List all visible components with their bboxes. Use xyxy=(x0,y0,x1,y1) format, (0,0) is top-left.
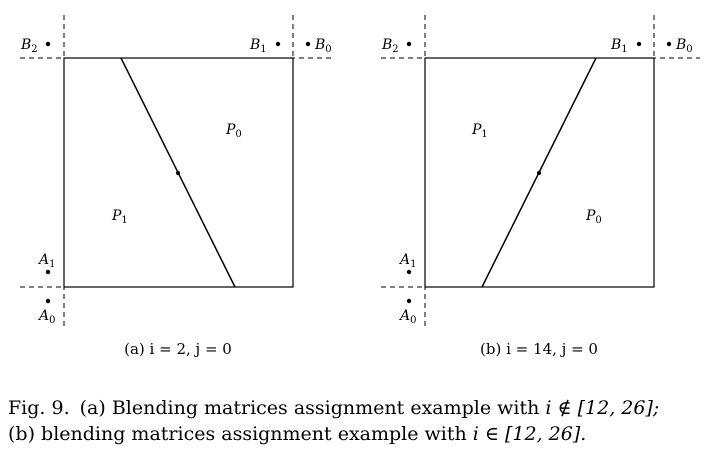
panel-b: B2 B1 B0 A1 A0 P1 P0 (b) i = 14, j = 0 xyxy=(381,15,700,358)
point-a1 xyxy=(45,269,51,275)
subcaption-a: (a) i = 2, j = 0 xyxy=(124,340,232,358)
region-label-p1: P1 xyxy=(471,122,488,140)
square-boundary xyxy=(63,57,294,288)
label-b1: B1 xyxy=(249,37,267,55)
point-b0 xyxy=(305,41,311,47)
center-point xyxy=(176,171,180,175)
caption-line-1: Fig. 9. (a) Blending matrices assignment … xyxy=(8,395,716,421)
subcaption-b: (b) i = 14, j = 0 xyxy=(480,340,598,358)
point-a1 xyxy=(406,269,412,275)
center-point xyxy=(537,171,541,175)
figure-number: Fig. 9. xyxy=(8,397,70,419)
label-b0: B0 xyxy=(675,37,693,55)
label-a1: A1 xyxy=(398,252,417,270)
point-a0 xyxy=(406,298,412,304)
label-a1: A1 xyxy=(37,252,56,270)
caption-text-b: (b) blending matrices assignment example… xyxy=(8,423,473,445)
label-b0: B0 xyxy=(314,37,332,55)
point-b0 xyxy=(666,41,672,47)
panel-a: B2 B1 B0 A1 A0 P1 P0 (a) i = 2, j = 0 xyxy=(20,15,335,358)
region-label-p1: P1 xyxy=(111,208,128,226)
caption-math-a: i ∉ [12, 26]; xyxy=(545,397,660,419)
figure: B2 B1 B0 A1 A0 P1 P0 (a) i = 2, j = 0 B2… xyxy=(20,15,700,358)
label-b2: B2 xyxy=(20,37,38,55)
caption-line-2: (b) blending matrices assignment example… xyxy=(8,421,716,447)
point-b1 xyxy=(275,41,281,47)
region-label-p0: P0 xyxy=(225,122,242,140)
figure-caption: Fig. 9. (a) Blending matrices assignment … xyxy=(8,395,716,447)
label-b1: B1 xyxy=(610,37,628,55)
caption-text-a: (a) Blending matrices assignment example… xyxy=(79,397,546,419)
label-b2: B2 xyxy=(381,37,399,55)
point-b2 xyxy=(406,41,412,47)
label-a0: A0 xyxy=(37,308,56,326)
point-b1 xyxy=(636,41,642,47)
point-a0 xyxy=(45,298,51,304)
caption-math-b: i ∈ [12, 26]. xyxy=(472,423,587,445)
label-a0: A0 xyxy=(398,308,417,326)
region-label-p0: P0 xyxy=(585,208,602,226)
square-boundary xyxy=(424,57,655,288)
point-b2 xyxy=(45,41,51,47)
